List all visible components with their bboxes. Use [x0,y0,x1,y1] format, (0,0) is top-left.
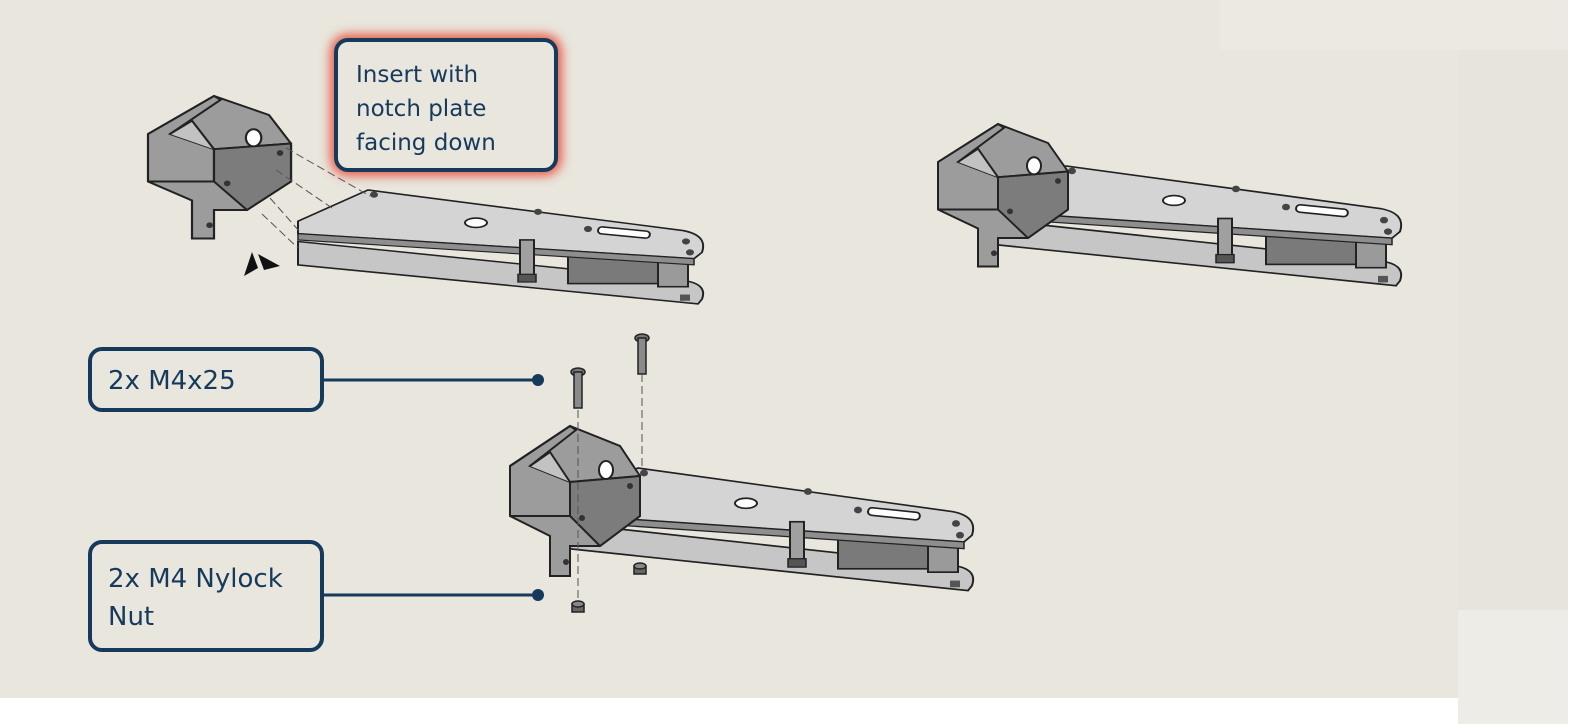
background-strip [1220,0,1568,50]
callout-bolts-text: 2x M4x25 [108,366,236,396]
background-bottom [0,698,1458,724]
mount-block-detached [146,94,293,240]
callout-nuts-text: 2x M4 Nylock Nut [108,564,283,632]
background-strip [1458,50,1568,610]
background-strip [1458,610,1568,724]
assembled-arm [937,123,1403,287]
alignment-lines [261,147,371,249]
callout-bolts: 2x M4x25 [88,347,324,412]
callout-notch-text: Insert with notch plate facing down [356,62,496,156]
callout-nuts: 2x M4 Nylock Nut [88,540,324,652]
leader-dot [532,374,544,386]
leader-dot [532,589,544,601]
nylock-nuts [571,562,647,613]
bolt-guide-lines [577,374,643,598]
orientation-arrow-icon [244,252,280,276]
callout-notch-orientation: Insert with notch plate facing down [334,38,558,172]
bolts [570,333,650,409]
bolt-assembly [509,425,975,592]
leader-lines [324,378,536,597]
exploded-arm-plates [297,189,705,305]
